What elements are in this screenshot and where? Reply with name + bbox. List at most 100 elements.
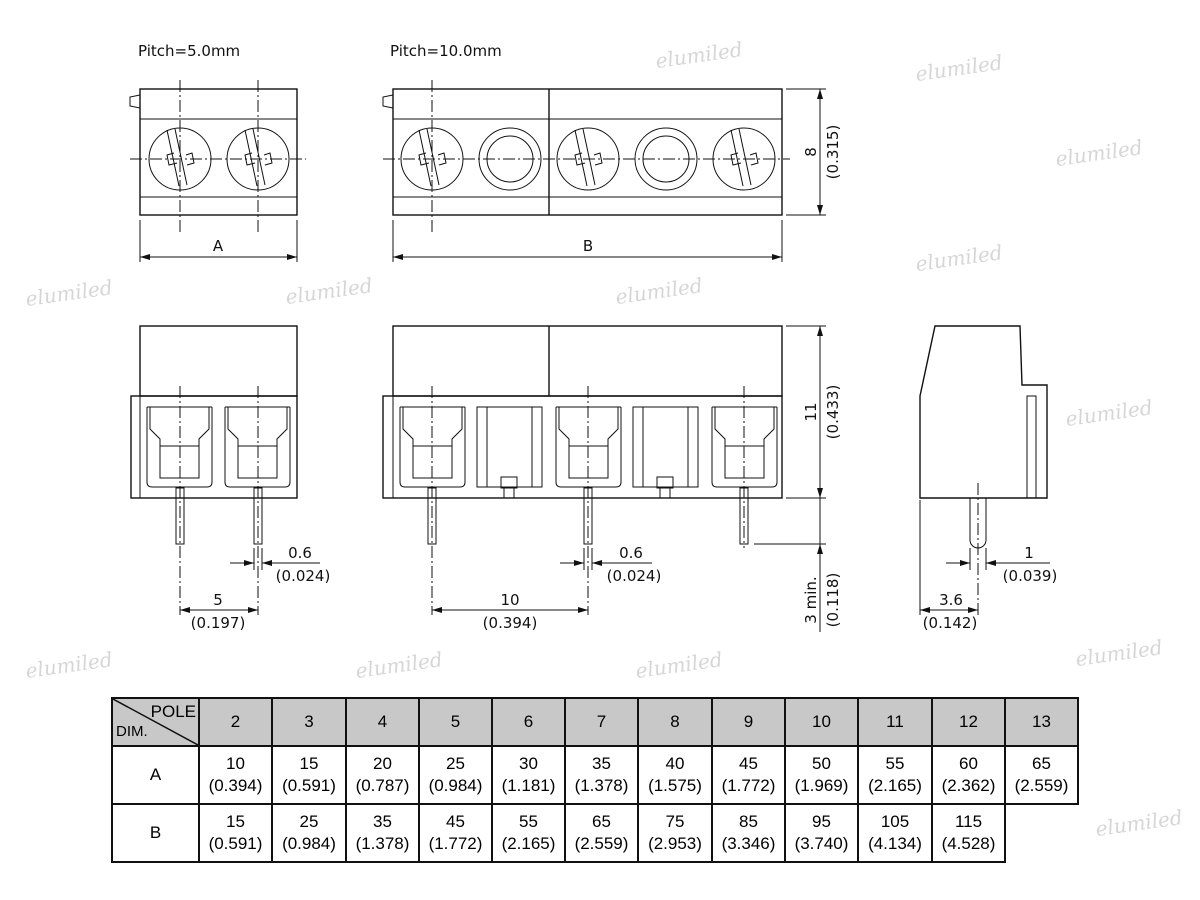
top-view-pitch-5: Pitch=5.0mm A [129,42,306,262]
dimension-cell: 20 (0.787) [345,745,420,805]
dimension-cell: 75(2.953) [637,803,713,863]
mm-value: 30 [519,754,538,773]
mm-value: 105 [880,812,910,831]
pin-width-2-inch: (0.024) [607,567,662,585]
dimension-cell: 10(0.394) [198,745,273,805]
dim-a-label: A [213,237,224,255]
watermark-text: elumiled [914,240,1004,276]
mm-value: 55 [885,754,905,773]
height-8-value: 8 [802,147,820,157]
pitch-5-inch: (0.197) [191,614,246,632]
watermark-text: elumiled [914,50,1004,86]
inch-value: (0.394) [208,776,263,795]
table-corner-cell: POLE DIM. [111,697,200,747]
pole-count-cell: 5 [418,697,493,747]
dimension-cell: 85(3.346) [711,803,786,863]
inch-value: (1.378) [355,834,410,853]
mm-value: 35 [373,812,392,831]
inch-value: (3.740) [794,834,849,853]
mm-value: 15 [226,812,245,831]
pin-thickness-inch: (0.039) [1003,567,1058,585]
dimension-cell: 55 (2.165) [491,803,566,863]
mm-value: 45 [446,812,465,831]
mm-value: 55 [519,812,538,831]
mm-value: 75 [665,812,685,831]
dimension-cell: 25(0.984) [418,745,493,805]
watermark-text: elumiled [1074,635,1164,671]
pole-count-cell: 11 [857,697,933,747]
watermark-text: elumiled [634,647,724,683]
inch-value: (4.134) [868,834,922,853]
pole-header: POLE [150,702,196,721]
mm-value: 65 [592,812,611,831]
dimension-cell: 35 (1.378) [345,803,420,863]
pin-length-value: 3 min. [802,576,820,623]
inch-value: (2.165) [501,834,556,853]
mm-value: 95 [812,812,831,831]
pin-width-2-value: 0.6 [619,544,643,562]
pitch-5-label: Pitch=5.0mm [138,42,240,60]
pole-count-cell: 13 [1004,697,1079,747]
polarity-mark-icon [382,94,394,109]
pin-offset-inch: (0.142) [923,614,978,632]
inch-value: (4.528) [941,834,996,853]
mm-value: 15 [299,754,319,773]
inch-value: (1.575) [648,776,702,795]
mm-value: 25 [446,754,465,773]
mm-value: 20 [373,754,392,773]
dimension-cell: 95 (3.740) [784,803,859,863]
pole-count-cell: 3 [271,697,347,747]
body-height-inch: (0.433) [824,385,842,440]
watermark-text: elumiled [614,273,704,309]
table-header-row: POLE DIM. 2 3 4 5 6 7 8 9 10 11 12 13 [111,697,1079,747]
pitch-5-value: 5 [213,591,223,609]
pin-offset-value: 3.6 [939,591,963,609]
dimension-cell: 30 (1.181) [491,745,566,805]
inch-value: (2.362) [941,776,996,795]
height-8-inch: (0.315) [824,125,842,180]
pole-count-cell: 4 [345,697,420,747]
dimension-cell: 25(0.984) [271,803,347,863]
dimension-table: POLE DIM. 2 3 4 5 6 7 8 9 10 11 12 13 A … [111,697,1079,863]
inch-value: (1.378) [574,776,629,795]
watermark-text: elumiled [24,275,114,311]
inch-value: (1.181) [501,776,556,795]
dimension-cell: 15 (0.591) [271,745,347,805]
side-view: 1 (0.039) 3.6 (0.142) [919,325,1058,632]
inch-value: (0.591) [208,834,263,853]
dim-header: DIM. [116,723,148,740]
inch-value: (2.559) [1014,776,1069,795]
pole-count-cell: 7 [564,697,639,747]
mm-value: 45 [739,754,758,773]
dimension-cell: 105 (4.134) [857,803,933,863]
inch-value: (1.772) [428,834,483,853]
top-view-pitch-10: Pitch=10.0mm B 8 (0.315) [382,42,842,262]
mm-value: 40 [665,754,685,773]
front-view-pitch-10: 10 (0.394) 0.6 (0.024) 11 (0.433) 3 min.… [382,325,842,632]
mm-value: 60 [959,754,978,773]
pin-width-1-value: 0.6 [288,544,312,562]
pitch-10-label: Pitch=10.0mm [390,42,502,60]
dimension-cell: 60 (2.362) [931,745,1006,805]
dimension-cell: 45 (1.772) [418,803,493,863]
blank-cavity-icon [632,406,699,499]
dimension-cell: 45(1.772) [711,745,786,805]
pole-count-cell: 12 [931,697,1006,747]
table-row-a: A 10(0.394)15(0.591)20(0.787)25(0.984)30… [111,745,1079,805]
pitch-10-inch: (0.394) [483,614,538,632]
dimension-cell: 65(2.559) [1004,745,1079,805]
dimension-cell: 55(2.165) [857,745,933,805]
inch-value: (0.787) [355,776,410,795]
dimension-cell: 65(2.559) [564,803,639,863]
inch-value: (0.591) [282,776,336,795]
watermark-text: elumiled [354,647,444,683]
dimension-cell: 115(4.528) [931,803,1006,863]
pole-count-cell: 10 [784,697,859,747]
dim-b-label: B [583,237,593,255]
watermark-text: elumiled [284,273,374,309]
pin-thickness-value: 1 [1024,544,1034,562]
mm-value: 50 [812,754,831,773]
dimension-cell: 40 (1.575) [637,745,713,805]
